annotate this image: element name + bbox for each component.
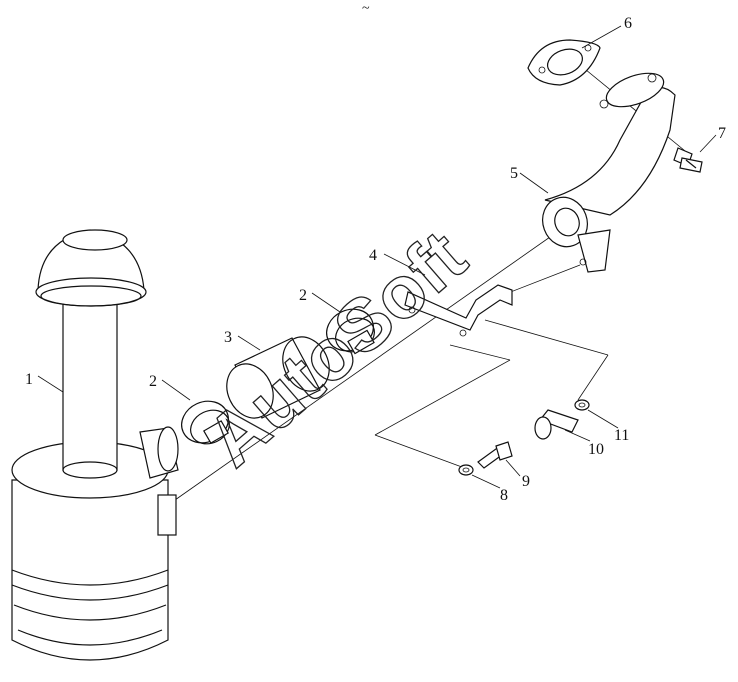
stud-part [477,441,513,469]
watermark-text: AutoSoft [191,215,481,483]
callout-9: 9 [522,473,530,490]
callout-labels: 1 2 3 2 4 5 6 7 8 9 10 11 [25,15,726,504]
support-bracket-part [404,284,513,337]
air-cleaner-part [11,229,179,661]
hose-clamp-lower [181,400,230,445]
callout-4: 4 [369,247,377,264]
callout-1: 1 [25,371,33,388]
callout-3: 3 [224,329,232,346]
leader-lines [37,25,717,489]
callout-8: 8 [500,487,508,504]
callout-11: 11 [614,427,629,444]
callout-2-lower: 2 [149,373,157,390]
callout-2-upper: 2 [299,287,307,304]
hose-part [226,336,330,419]
nut-part [458,464,474,476]
top-mark: ~ [362,1,370,16]
gasket-part [527,39,601,86]
outlet-elbow-pipe-part [542,72,676,273]
washer-part [574,399,590,411]
callout-10: 10 [588,441,604,458]
callout-5: 5 [510,165,518,182]
hose-clamp-upper [326,308,375,355]
callout-6: 6 [624,15,632,32]
flange-bolt-part [673,147,703,173]
callout-7: 7 [718,125,726,142]
assembly-centerlines [174,64,691,501]
bolt-part [534,409,579,440]
